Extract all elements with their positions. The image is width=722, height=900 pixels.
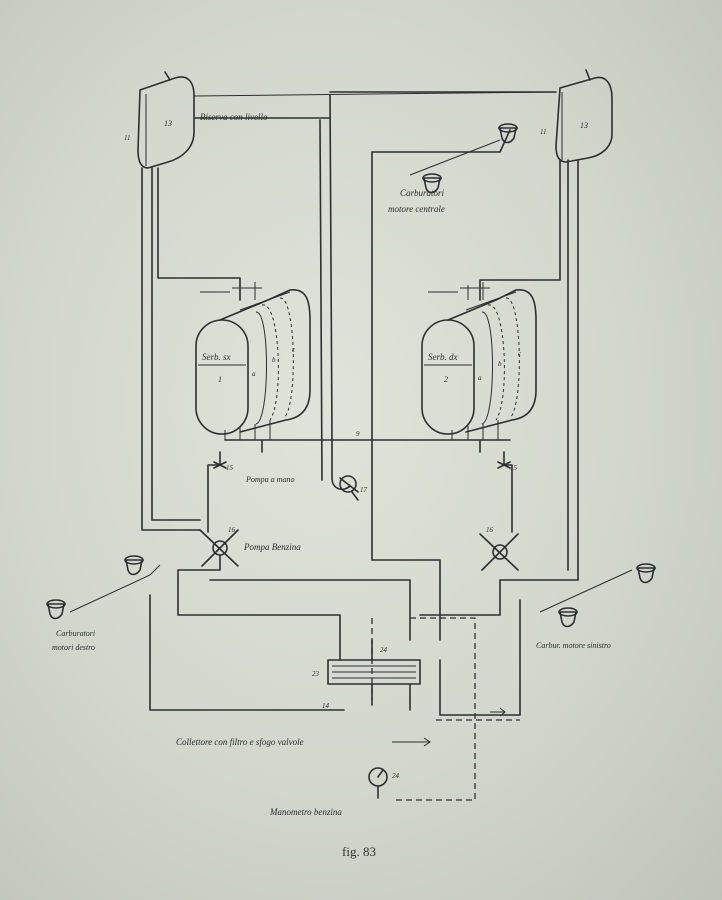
carburetor-central-a: [498, 123, 518, 144]
ref-13-right: 13: [580, 121, 588, 130]
fuel-pressure-gauge: [368, 767, 388, 799]
ref-right-a: a: [478, 374, 482, 382]
carburetor-right-engine-a: [124, 555, 144, 576]
left-header-tank: [137, 71, 195, 169]
tank-right-label: Serb. dx: [428, 352, 458, 362]
carb-left-label: Carbur. motore sinistro: [536, 641, 611, 650]
ref-11-left: 11: [124, 134, 130, 142]
carburetor-right-engine-b: [46, 599, 66, 620]
ref-15-left: 15: [226, 464, 234, 472]
ref-17: 17: [360, 486, 368, 494]
carb-central-label-1: Carburatori: [400, 188, 445, 198]
ref-2: 2: [444, 375, 448, 384]
carb-right-label-1: Carburatori: [56, 629, 95, 638]
collector-label: Collettore con filtro e sfogo valvole: [176, 737, 304, 747]
ref-left-b: b: [272, 356, 276, 364]
ref-24-collector: 24: [380, 646, 388, 654]
carburetor-central-b: [422, 173, 442, 194]
ref-9: 9: [356, 430, 360, 438]
collector-filter: [327, 639, 421, 711]
right-header-tank: [555, 69, 613, 163]
right-valve: [497, 461, 511, 469]
ref-24-gauge: 24: [392, 772, 400, 780]
left-valve: [213, 461, 227, 469]
carburetor-left-engine-a: [636, 563, 656, 584]
ref-left-a: a: [252, 370, 256, 378]
pressure-gauge-label: Manometro benzina: [269, 807, 342, 817]
ref-13-left: 13: [164, 119, 172, 128]
carb-central-label-2: motore centrale: [388, 204, 445, 214]
ref-11-right: 11: [540, 128, 546, 136]
figure-caption: fig. 83: [342, 844, 376, 859]
ref-23: 23: [312, 670, 320, 678]
ref-right-b: b: [498, 360, 502, 368]
ref-left-c: c: [292, 346, 296, 354]
right-fuel-tank: [421, 282, 537, 440]
ref-16-right: 16: [486, 526, 494, 534]
right-fuel-pump: [479, 533, 519, 571]
left-fuel-tank: [195, 282, 311, 440]
carb-right-label-2: motori destro: [52, 643, 95, 652]
fuel-pump-label: Pompa Benzina: [243, 542, 301, 552]
ref-1: 1: [218, 375, 222, 384]
ref-15-right: 15: [510, 464, 518, 472]
hand-pump-label: Pompa a mano: [245, 475, 294, 484]
ref-16-left: 16: [228, 526, 236, 534]
ref-14: 14: [322, 702, 330, 710]
ref-right-c: c: [518, 350, 522, 358]
tank-left-label: Serb. sx: [202, 352, 231, 362]
hand-pump: [339, 475, 359, 501]
tank-level-label: Riserva con livello: [199, 112, 268, 122]
carburetor-left-engine-b: [558, 607, 578, 628]
left-fuel-pump: [199, 529, 239, 567]
